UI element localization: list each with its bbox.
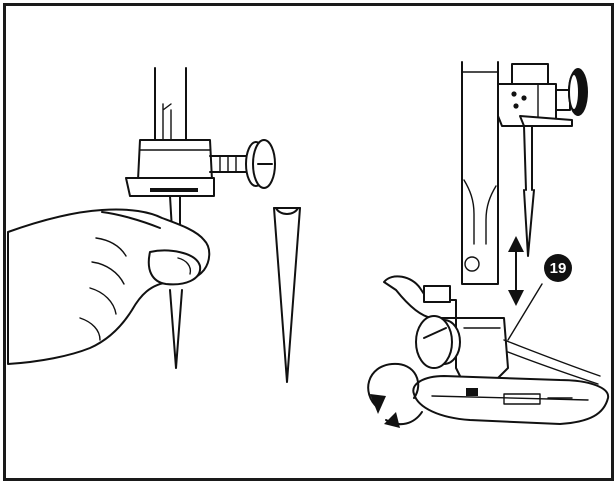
rotate-arrow-icon	[367, 362, 423, 428]
clamp-screw-icon	[555, 68, 588, 116]
right-needle-bar	[461, 61, 499, 285]
callout-badge: 19	[507, 254, 572, 341]
hand-illustration	[7, 208, 211, 365]
thumb-screw-icon	[245, 139, 276, 189]
callout-number: 19	[550, 260, 567, 277]
presser-foot-screw-icon	[415, 315, 461, 369]
spare-needle	[273, 207, 301, 383]
needle-bar-assembly	[125, 67, 247, 197]
right-needle	[523, 125, 535, 257]
needle-clamp-right	[497, 63, 573, 127]
figure-frame	[3, 3, 614, 481]
presser-foot	[383, 275, 610, 425]
up-down-arrow-icon	[508, 236, 524, 306]
